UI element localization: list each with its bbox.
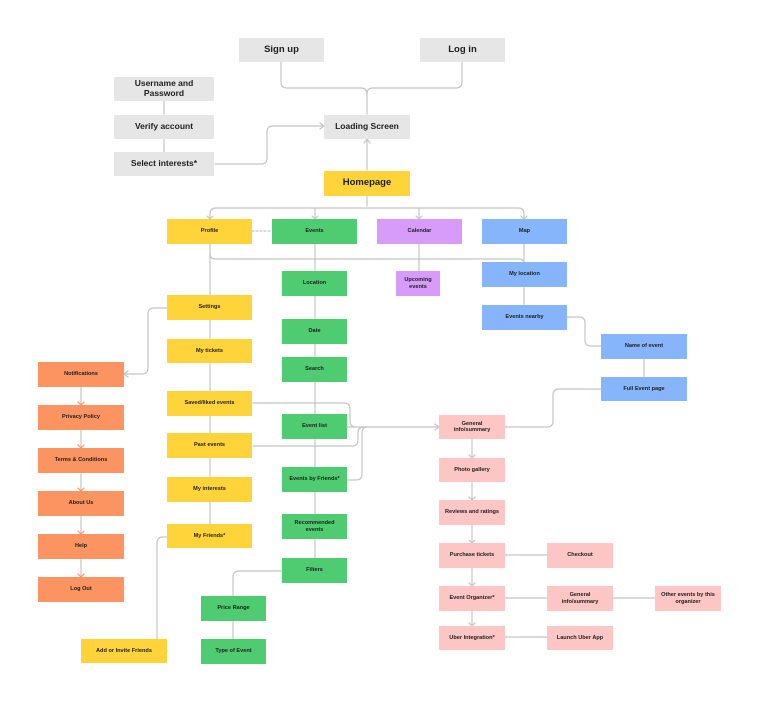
- node-events-nearby: Events nearby: [482, 305, 567, 330]
- node-price-range: Price Range: [201, 596, 266, 621]
- node-calendar: Calendar: [377, 219, 462, 244]
- node-full-event-page: Full Event page: [601, 377, 687, 401]
- node-uber-integration: Uber Integration*: [439, 626, 505, 650]
- node-verify-account: Verify account: [114, 115, 214, 139]
- node-homepage: Homepage: [324, 171, 410, 196]
- node-loading-screen: Loading Screen: [324, 115, 410, 139]
- node-recommended-events: Recommended events: [282, 514, 347, 539]
- arrowhead-notifications: [123, 370, 129, 378]
- connector-friends-general: [346, 426, 369, 481]
- node-events-by-friends: Events by Friends*: [282, 467, 347, 492]
- node-organizer-general-info: General info/summary: [547, 586, 613, 611]
- node-terms-conditions: Terms & Conditions: [38, 448, 124, 473]
- node-general-info-summary: General info/summary: [439, 415, 505, 439]
- node-upcoming-events: Upcoming events: [396, 271, 440, 296]
- node-events: Events: [272, 219, 357, 244]
- node-add-invite-friends: Add or Invite Friends: [81, 639, 167, 663]
- node-type-of-event: Type of Event: [201, 639, 266, 664]
- node-log-out: Log Out: [38, 577, 124, 602]
- node-about-us: About Us: [38, 491, 124, 516]
- node-help: Help: [38, 534, 124, 559]
- node-event-organizer: Event Organizer*: [439, 586, 505, 611]
- node-my-location: My location: [482, 262, 567, 287]
- node-map: Map: [482, 219, 567, 244]
- connector-full-general: [504, 388, 602, 428]
- node-select-interests: Select interests*: [114, 152, 214, 176]
- node-location: Location: [282, 271, 347, 296]
- node-checkout: Checkout: [547, 543, 613, 568]
- node-settings: Settings: [167, 295, 252, 320]
- arrowhead-loading: [363, 138, 371, 144]
- node-launch-uber-app: Launch Uber App: [547, 626, 613, 650]
- node-event-list: Event list: [282, 414, 347, 439]
- node-search: Search: [282, 357, 347, 382]
- node-photo-gallery: Photo gallery: [439, 458, 505, 482]
- node-other-events-by-organizer: Other events by this organizer: [655, 586, 721, 611]
- connector-interests-loading: [214, 125, 325, 165]
- node-profile: Profile: [167, 219, 252, 244]
- arrowheads-fanout: [206, 215, 528, 220]
- node-notifications: Notifications: [38, 362, 124, 387]
- node-date: Date: [282, 319, 347, 344]
- node-username-password: Username and Password: [114, 77, 214, 101]
- node-log-in: Log in: [420, 38, 505, 62]
- node-reviews-ratings: Reviews and ratings: [439, 500, 505, 525]
- node-saved-liked-events: Saved/liked events: [167, 391, 252, 416]
- connector-login-merge: [366, 61, 463, 95]
- node-sign-up: Sign up: [239, 38, 324, 62]
- node-my-tickets: My tickets: [167, 339, 252, 363]
- connector-signup-merge: [280, 61, 368, 115]
- node-my-interests: My interests: [167, 477, 252, 502]
- connector-friends-addinvite: [150, 536, 168, 652]
- connector-nearby-name: [566, 316, 602, 347]
- connector-profile-crossbar: [209, 253, 525, 264]
- node-privacy-policy: Privacy Policy: [38, 405, 124, 430]
- connector-homepage-fanout: [209, 195, 525, 220]
- node-past-events: Past events: [167, 433, 252, 458]
- connector-settings-notifications: [123, 307, 168, 375]
- node-my-friends: My Friends*: [167, 524, 252, 548]
- node-purchase-tickets: Purchase tickets: [439, 543, 505, 568]
- node-name-of-event: Name of event: [601, 334, 687, 359]
- node-filters: Filters: [282, 558, 347, 583]
